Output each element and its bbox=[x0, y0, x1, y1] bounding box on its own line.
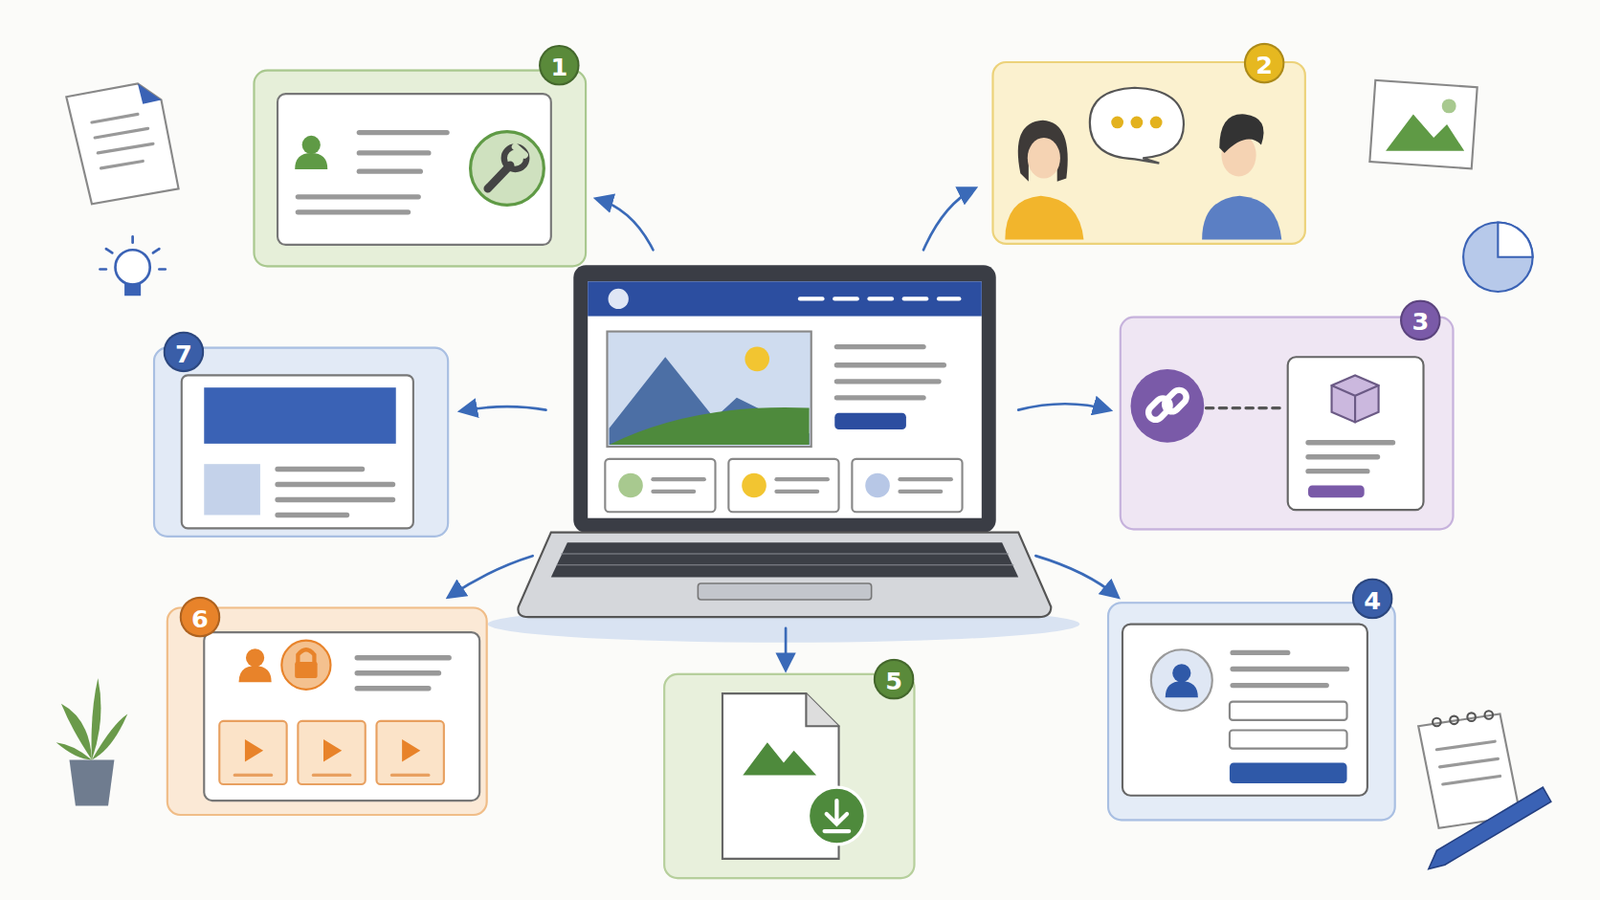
feature-panel: 3 bbox=[1119, 316, 1455, 532]
callout-number: 6 bbox=[179, 597, 222, 639]
feature-panel: 1 bbox=[252, 69, 587, 268]
feature-panel: 7 bbox=[153, 347, 449, 538]
callout-number: 5 bbox=[873, 659, 915, 701]
callout-number: 7 bbox=[163, 332, 205, 374]
callout-number: 1 bbox=[538, 44, 580, 87]
callout-number: 3 bbox=[1400, 300, 1442, 342]
feature-panel: 2 bbox=[991, 61, 1306, 245]
callout-number: 4 bbox=[1352, 578, 1394, 621]
feature-panel: 4 bbox=[1107, 601, 1397, 822]
feature-panel: 5 bbox=[663, 673, 915, 880]
feature-panel: 6 bbox=[166, 606, 489, 817]
callout-number: 2 bbox=[1244, 43, 1286, 85]
